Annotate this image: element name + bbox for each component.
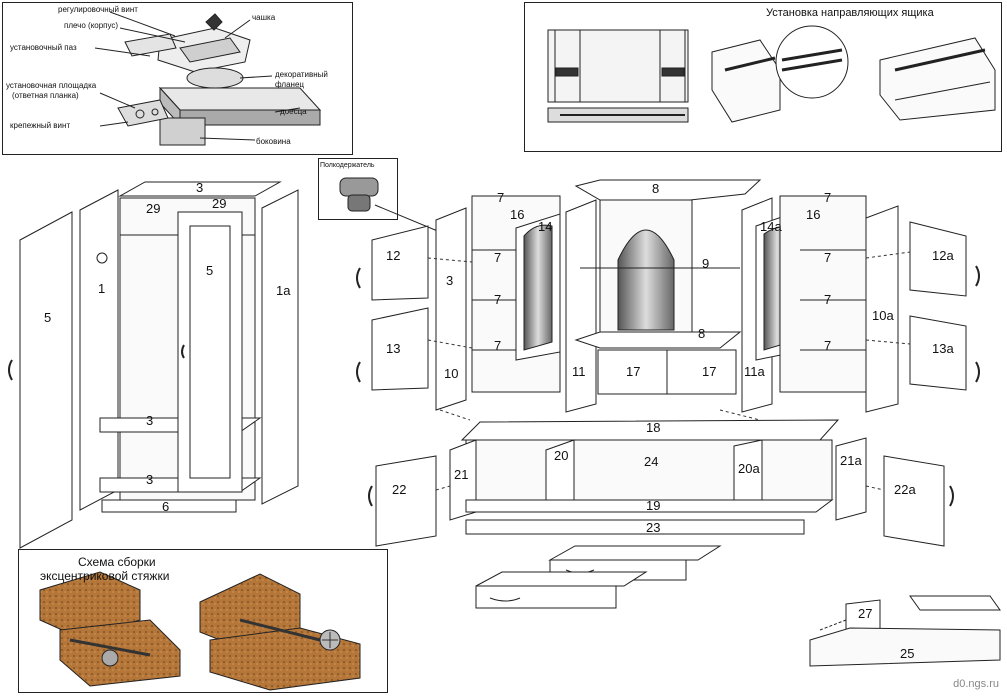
part-7-s5: 7 (824, 292, 831, 307)
part-22: 22 (392, 482, 406, 497)
part-5-left: 5 (44, 310, 51, 325)
part-8-top: 8 (652, 181, 659, 196)
part-17b: 17 (702, 364, 716, 379)
part-19: 19 (646, 498, 660, 513)
part-16a: 16 (510, 207, 524, 222)
part-16b: 16 (806, 207, 820, 222)
part-7-s3: 7 (494, 338, 501, 353)
part-12: 12 (386, 248, 400, 263)
part-7-s4: 7 (824, 250, 831, 265)
part-6: 6 (162, 499, 169, 514)
label-deco-flange-1: декоративный (275, 70, 328, 79)
part-11a: 11a (744, 364, 765, 379)
label-adjust-screw: регулировочный винт (58, 5, 138, 14)
part-14: 14 (538, 219, 552, 234)
part-14a: 14a (760, 219, 782, 234)
part-25: 25 (900, 646, 914, 661)
label-cup: чашка (252, 13, 276, 22)
wall-numbers: 7 16 14 8 7 16 14a 12 12a 9 7 7 7 7 7 7 … (386, 181, 954, 381)
watermark: d0.ngs.ru (953, 678, 999, 690)
part-7b: 7 (824, 190, 831, 205)
part-7a: 7 (497, 190, 504, 205)
label-shoulder: плечо (корпус) (64, 21, 118, 30)
base-unit-drawing (368, 419, 954, 547)
part-13: 13 (386, 341, 400, 356)
part-24: 24 (644, 454, 658, 469)
part-23: 23 (646, 520, 660, 535)
shelf-holder-label: Полкодержатель (320, 162, 375, 169)
part-7-s1: 7 (494, 250, 501, 265)
part-11: 11 (572, 364, 586, 379)
part-17a: 17 (626, 364, 640, 379)
label-mount-slot: установочный паз (10, 43, 77, 52)
drawer-guides-drawing (547, 25, 996, 123)
part-22a: 22a (894, 482, 916, 497)
part-3-mid: 3 (146, 413, 153, 428)
base-numbers: 18 20 24 20a 21 21a 22 22a 19 23 27 25 (392, 420, 916, 661)
hinge-drawing (94, 11, 322, 146)
part-3-top: 3 (196, 180, 203, 195)
part-10: 10 (444, 366, 458, 381)
part-13a: 13a (932, 341, 954, 356)
part-12a: 12a (932, 248, 954, 263)
part-7-s6: 7 (824, 338, 831, 353)
part-1a: 1a (276, 283, 291, 298)
label-mount-plate-2: (ответная планка) (12, 91, 79, 100)
part-18: 18 (646, 420, 660, 435)
part-8-mid: 8 (698, 326, 705, 341)
label-side-wall: боковина (256, 137, 291, 146)
part-9: 9 (702, 256, 709, 271)
eccentric-drawing (39, 571, 361, 691)
assembly-lines (427, 251, 911, 491)
part-20: 20 (554, 448, 568, 463)
part-5-door: 5 (206, 263, 213, 278)
part-27: 27 (858, 606, 872, 621)
label-door-front: доесца (280, 107, 307, 116)
part-29a: 29 (146, 201, 160, 216)
part-7-s2: 7 (494, 292, 501, 307)
part-1: 1 (98, 281, 105, 296)
wardrobe-numbers: 3 29 29 5 5 1 1a 3 3 6 (44, 180, 291, 514)
part-3-wall: 3 (446, 273, 453, 288)
drawers-drawing (475, 545, 722, 609)
shelf-holder-drawing (339, 177, 441, 233)
part-29b: 29 (212, 196, 226, 211)
part-21a: 21a (840, 453, 862, 468)
wall-unit-drawing (356, 179, 980, 413)
drawer-guides-title: Установка направляющих ящика (766, 7, 935, 19)
eccentric-title-2: эксцентриковой стяжки (40, 569, 169, 583)
part-3-bot: 3 (146, 472, 153, 487)
part-20a: 20a (738, 461, 760, 476)
part-10a: 10a (872, 308, 894, 323)
wardrobe-drawing (8, 181, 299, 549)
label-mount-plate-1: установочная площадка (6, 81, 97, 90)
label-deco-flange-2: фланец (275, 80, 304, 89)
label-fix-screw: крепежный винт (10, 121, 70, 130)
plinth-drawing (809, 595, 1001, 667)
eccentric-title-1: Схема сборки (78, 555, 156, 569)
hinge-labels: регулировочный винт плечо (корпус) чашка… (6, 5, 328, 146)
part-21: 21 (454, 467, 468, 482)
